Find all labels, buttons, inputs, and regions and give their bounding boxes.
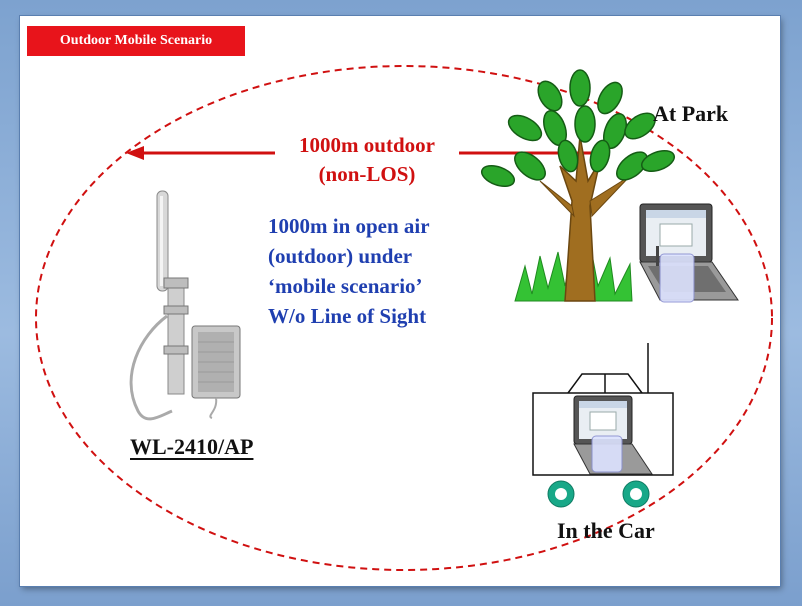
laptop-icon-car — [573, 395, 653, 475]
car-label: In the Car — [557, 518, 655, 543]
diagram-canvas — [35, 65, 773, 571]
scenario-description: 1000m in open air (outdoor) under ‘mobil… — [268, 211, 430, 331]
scenario-title-tag: Outdoor Mobile Scenario — [27, 26, 245, 56]
device-label: WL-2410/AP — [130, 434, 254, 459]
outdoor-antenna-access-point-icon — [129, 190, 241, 421]
laptop-icon — [639, 203, 739, 303]
range-label-line-1: 1000m outdoor — [299, 133, 435, 157]
slide: Outdoor Mobile Scenario 1000m outdoor (n… — [20, 16, 780, 586]
range-label-line-2: (non-LOS) — [318, 162, 416, 186]
description-line-3: ‘mobile scenario’ — [268, 274, 423, 298]
description-line-2: (outdoor) under — [268, 244, 413, 268]
coverage-ellipse — [35, 65, 773, 571]
description-line-4: W/o Line of Sight — [268, 304, 427, 328]
tree-icon — [480, 69, 676, 302]
park-label: At Park — [653, 101, 729, 126]
description-line-1: 1000m in open air — [268, 214, 430, 238]
range-label: 1000m outdoor (non-LOS) — [275, 131, 459, 189]
